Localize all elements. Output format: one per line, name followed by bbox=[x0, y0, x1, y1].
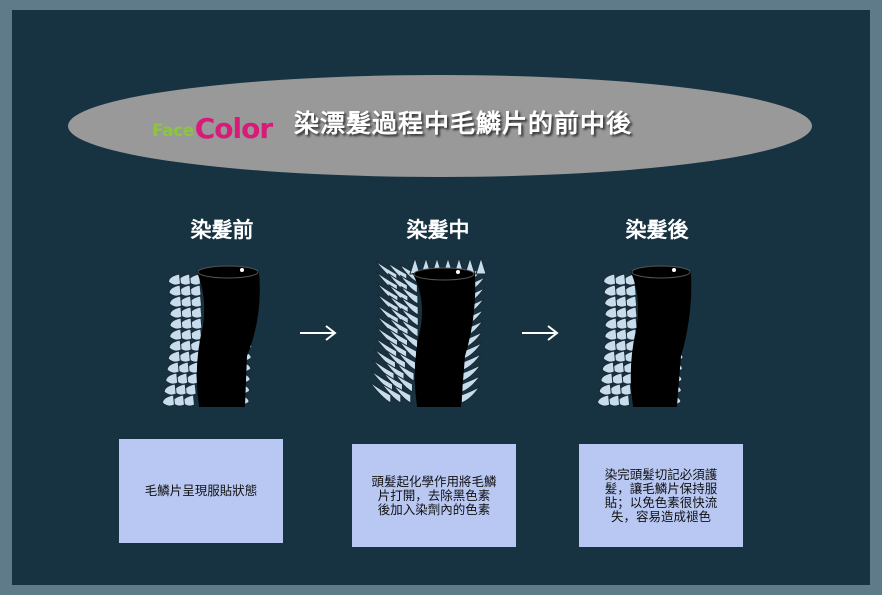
stage-label-before: 染髮前 bbox=[190, 218, 254, 242]
stage-label-after: 染髮後 bbox=[625, 218, 689, 242]
title-banner bbox=[68, 75, 812, 177]
desc-box-during: 頭髮起化學作用將毛鱗 片打開，去除黑色素 後加入染劑內的色素 bbox=[352, 444, 516, 547]
desc-during-line: 後加入染劑內的色素 bbox=[377, 501, 491, 517]
desc-after-line: 貼；以免色素很快流 bbox=[604, 494, 718, 510]
arrow-right-icon bbox=[300, 325, 337, 341]
logo-color-text: Color bbox=[194, 112, 273, 145]
desc-box-after: 染完頭髮切記必須護 髮，讓毛鱗片保持服 貼；以免色素很快流 失，容易造成褪色 bbox=[579, 444, 743, 547]
hair-strand-before-icon bbox=[161, 265, 260, 407]
facecolor-logo: Face Color bbox=[152, 107, 282, 143]
desc-after-line: 失，容易造成褪色 bbox=[610, 508, 711, 524]
desc-after-line: 染完頭髮切記必須護 bbox=[604, 466, 718, 482]
desc-during-line: 頭髮起化學作用將毛鱗 bbox=[371, 473, 497, 489]
desc-after-line: 髮，讓毛鱗片保持服 bbox=[604, 480, 718, 496]
desc-before-line: 毛鱗片呈現服貼狀態 bbox=[144, 483, 258, 498]
desc-during-line: 片打開，去除黑色素 bbox=[377, 487, 491, 503]
stage-label-during: 染髮中 bbox=[406, 218, 470, 242]
hair-strand-during-icon bbox=[370, 256, 487, 407]
page-title: 染漂髮過程中毛鱗片的前中後 bbox=[294, 109, 633, 138]
desc-box-before: 毛鱗片呈現服貼狀態 bbox=[119, 439, 283, 543]
arrow-right-icon bbox=[522, 325, 559, 341]
hair-strand-after-icon bbox=[597, 265, 692, 407]
logo-face-text: Face bbox=[152, 121, 194, 141]
